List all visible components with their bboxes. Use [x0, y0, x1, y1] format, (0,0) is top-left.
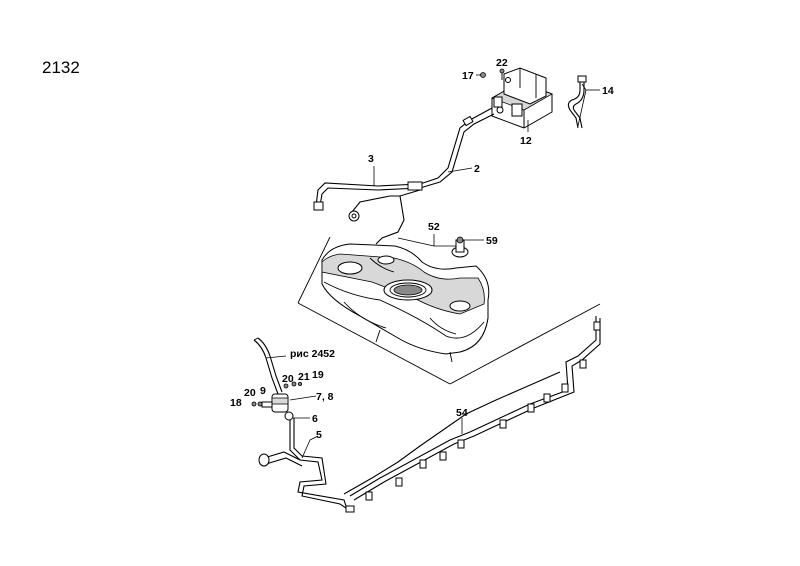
page-number: 2132 — [42, 58, 80, 77]
evap-canister — [491, 67, 553, 129]
bolt-22 — [499, 68, 505, 80]
callout-22: 22 — [496, 57, 508, 69]
callout-21: 21 — [298, 371, 310, 383]
callout-17: 17 — [462, 70, 474, 82]
leader-lines — [265, 83, 600, 459]
fuel-filter-assembly — [251, 381, 302, 421]
callout-2: 2 — [474, 163, 480, 175]
callout-20-lower: 20 — [244, 387, 256, 399]
valve-59 — [451, 236, 469, 258]
callout-12: 12 — [520, 135, 532, 147]
vapor-lines — [313, 107, 495, 245]
callout-59: 59 — [486, 235, 498, 247]
fuel-line-54 — [343, 316, 601, 501]
callout-5: 5 — [316, 429, 322, 441]
hose-ref-2452 — [253, 337, 283, 395]
callout-ref-2452: рис 2452 — [290, 348, 335, 360]
hose-14 — [567, 75, 587, 129]
callout-54: 54 — [456, 407, 468, 419]
callout-18: 18 — [230, 397, 242, 409]
callout-14: 14 — [602, 85, 614, 97]
callout-7-8: 7, 8 — [316, 391, 334, 403]
nut-17 — [476, 72, 486, 78]
frame-lines — [297, 236, 601, 385]
callout-52: 52 — [428, 221, 440, 233]
callout-9: 9 — [260, 385, 266, 397]
callout-3: 3 — [368, 153, 374, 165]
callout-6: 6 — [312, 413, 318, 425]
callout-19: 19 — [312, 369, 324, 381]
clips — [365, 321, 601, 501]
callout-20-upper: 20 — [282, 373, 294, 385]
fuel-tank — [321, 243, 490, 363]
filter-line-5 — [258, 418, 355, 513]
